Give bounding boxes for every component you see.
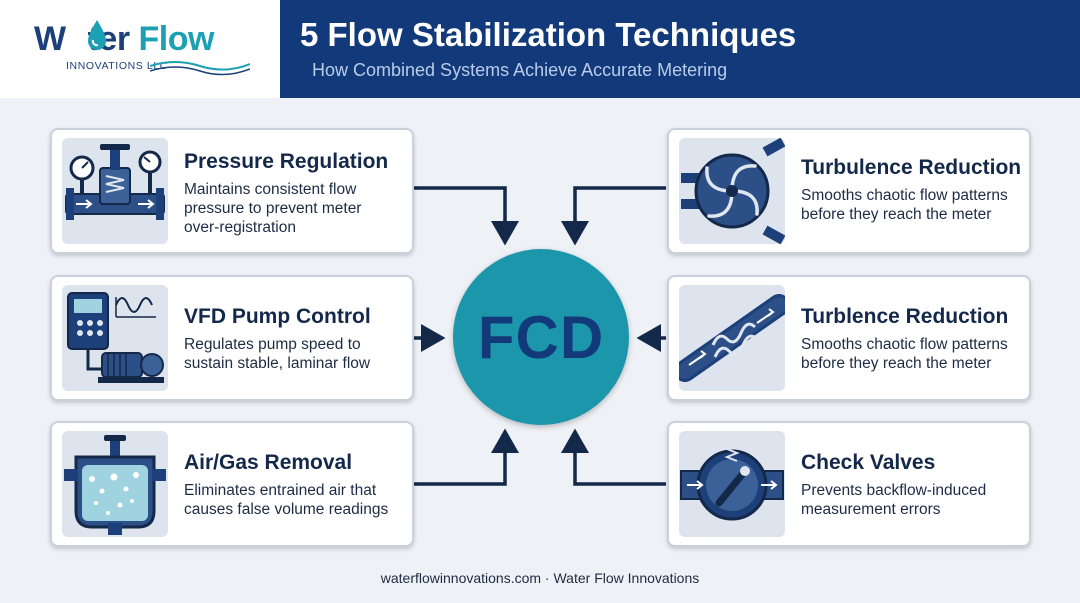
card-pressure-regulation: Pressure Regulation Maintains consistent… (50, 128, 414, 254)
check-valve-icon (679, 431, 785, 537)
card-title: Check Valves (801, 451, 936, 474)
card-title: Turblence Reduction (801, 305, 1009, 328)
header-banner: 5 Flow Stabilization Techniques How Comb… (280, 0, 1080, 98)
card-description: Regulates pump speed to sustain stable, … (184, 336, 371, 372)
card-title: Turbulence Reduction (801, 156, 1022, 179)
card-description: Eliminates entrained air that causes fal… (184, 482, 389, 518)
footer-credit: waterflowinnovations.com · Water Flow In… (380, 570, 700, 586)
air-separator-icon (62, 431, 168, 537)
logo-subtitle: INNOVATIONS LLC (66, 60, 168, 72)
card-check-valves: Check Valves Prevents backflow-induced m… (667, 421, 1031, 547)
arrow-turbulence (561, 186, 666, 246)
water-drop-icon (88, 20, 106, 50)
card-description: Smooths chaotic flow patterns before the… (801, 336, 1008, 372)
card-vfd-pump-control: VFD Pump Control Regulates pump speed to… (50, 275, 414, 401)
card-description: Maintains consistent flow pressure to pr… (184, 181, 362, 236)
hub-label: FCD (477, 303, 605, 371)
card-description: Prevents backflow-induced measurement er… (801, 482, 987, 518)
flow-straightener-icon (679, 285, 785, 391)
arrow-pressure (413, 186, 519, 246)
wave-icon (150, 61, 250, 76)
card-title: Pressure Regulation (184, 150, 389, 173)
card-air-gas-removal: Air/Gas Removal Eliminates entrained air… (50, 421, 414, 547)
card-description: Smooths chaotic flow patterns before the… (801, 187, 1008, 223)
pressure-valve-icon (62, 138, 168, 244)
vfd-pump-icon (62, 285, 168, 391)
card-turbulence-reduction: Turbulence Reduction Smooths chaotic flo… (667, 128, 1031, 254)
arrow-air (413, 428, 519, 486)
card-title: VFD Pump Control (184, 305, 371, 328)
card-turblence-reduction: Turblence Reduction Smooths chaotic flow… (667, 275, 1031, 401)
swirl-icon (679, 138, 785, 244)
fcd-hub: FCD (453, 249, 629, 425)
page-title: 5 Flow Stabilization Techniques (300, 16, 797, 53)
arrow-check-valve (561, 428, 666, 486)
page-subtitle: How Combined Systems Achieve Accurate Me… (312, 60, 728, 80)
card-title: Air/Gas Removal (184, 451, 353, 474)
